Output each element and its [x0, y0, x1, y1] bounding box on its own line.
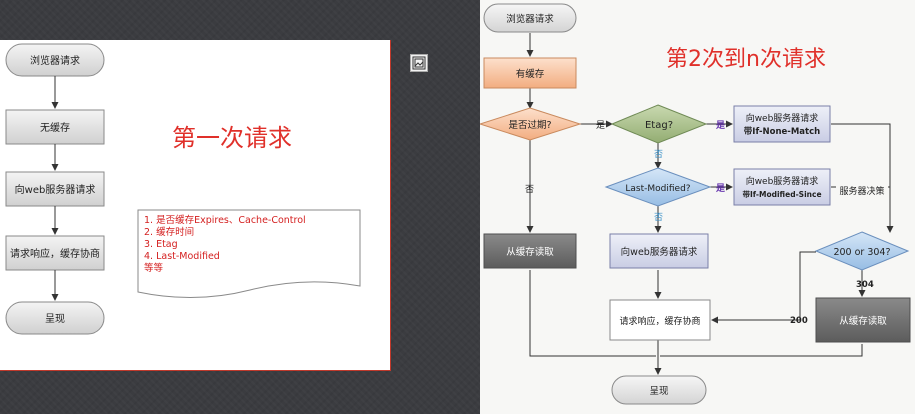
image-icon[interactable] — [410, 54, 428, 72]
node-web-request-label: 向web服务器请求 — [15, 183, 96, 196]
r-read-cache-right-label: 从缓存读取 — [839, 315, 887, 327]
box-read-cache-right: 从缓存读取 — [815, 297, 911, 343]
node-response-label: 请求响应，缓存协商 — [10, 247, 100, 260]
r-etag-req-line2: 带If-None-Match — [744, 126, 820, 137]
r-read-cache-left-label: 从缓存读取 — [506, 246, 554, 258]
edge-200: 200 — [790, 316, 808, 326]
note-line-4: 4. Last-Modified — [144, 251, 220, 262]
diamond-status: 200 or 304? — [814, 231, 910, 271]
note-line-2: 2. 缓存时间 — [144, 226, 194, 238]
r-node-has-cache-label: 有缓存 — [516, 68, 545, 80]
subsequent-request-title: 第2次到n次请求 — [666, 47, 826, 72]
r-web-request-label: 向web服务器请求 — [621, 246, 698, 258]
edge-304: 304 — [856, 280, 874, 290]
edge-yes-expired: 是 — [596, 120, 605, 131]
notes-document: 1. 是否缓存Expires、Cache-Control 2. 缓存时间 3. … — [137, 209, 361, 299]
edge-no-etag: 否 — [654, 149, 663, 160]
edge-yes-lastmod: 是 — [715, 183, 726, 194]
r-diamond-status-label: 200 or 304? — [833, 247, 890, 258]
server-decide-label-group: 服务器决策 — [836, 184, 888, 197]
node-present: 呈现 — [611, 375, 707, 405]
r-node-present-label: 呈现 — [649, 386, 669, 397]
edge-yes-etag: 是 — [715, 120, 726, 131]
box-etag-request: 向web服务器请求 带If-None-Match — [733, 105, 831, 143]
note-line-1: 1. 是否缓存Expires、Cache-Control — [144, 214, 306, 226]
node-web-request: 向web服务器请求 — [5, 171, 105, 207]
diamond-last-modified: Last-Modified? — [604, 167, 712, 207]
subsequent-request-panel: 浏览器请求 有缓存 是否过期? Etag? 向web服务器请求 带If-None… — [480, 0, 915, 414]
node-present-label: 呈现 — [45, 313, 65, 325]
box-response: 请求响应，缓存协商 — [609, 299, 711, 341]
r-node-browser-label: 浏览器请求 — [506, 13, 554, 25]
node-browser-label: 浏览器请求 — [30, 54, 80, 67]
diamond-etag: Etag? — [610, 104, 708, 144]
node-has-cache: 有缓存 — [483, 57, 577, 89]
r-etag-req-line1: 向web服务器请求 — [746, 112, 819, 124]
diamond-expired: 是否过期? — [480, 107, 582, 141]
r-diamond-etag-label: Etag? — [645, 120, 673, 131]
box-lastmod-request: 向web服务器请求 带If-Modified-Since — [733, 168, 831, 206]
r-lm-req-line1: 向web服务器请求 — [746, 175, 819, 187]
r-diamond-lastmod-label: Last-Modified? — [625, 184, 690, 194]
node-response: 请求响应，缓存协商 — [5, 235, 105, 271]
node-present: 呈现 — [5, 301, 105, 335]
node-no-cache: 无缓存 — [5, 109, 105, 145]
node-no-cache-label: 无缓存 — [40, 121, 70, 134]
server-decide-label: 服务器决策 — [839, 185, 884, 197]
note-line-5: 等等 — [144, 262, 164, 274]
first-request-title: 第一次请求 — [172, 124, 292, 152]
r-response-label: 请求响应，缓存协商 — [619, 315, 700, 327]
first-request-panel: 浏览器请求 无缓存 向web服务器请求 请求响应，缓存协商 呈现 第一次请求 1… — [0, 40, 391, 371]
box-web-request: 向web服务器请求 — [609, 233, 709, 269]
edge-no-lastmod: 否 — [654, 212, 663, 223]
node-browser-request: 浏览器请求 — [483, 3, 577, 33]
edge-no-expired: 否 — [525, 184, 534, 195]
r-diamond-expired-label: 是否过期? — [508, 119, 551, 131]
note-line-3: 3. Etag — [144, 239, 178, 250]
node-browser-request: 浏览器请求 — [5, 43, 105, 77]
r-lm-req-line2: 带If-Modified-Since — [742, 189, 821, 199]
box-read-cache-left: 从缓存读取 — [483, 233, 577, 269]
